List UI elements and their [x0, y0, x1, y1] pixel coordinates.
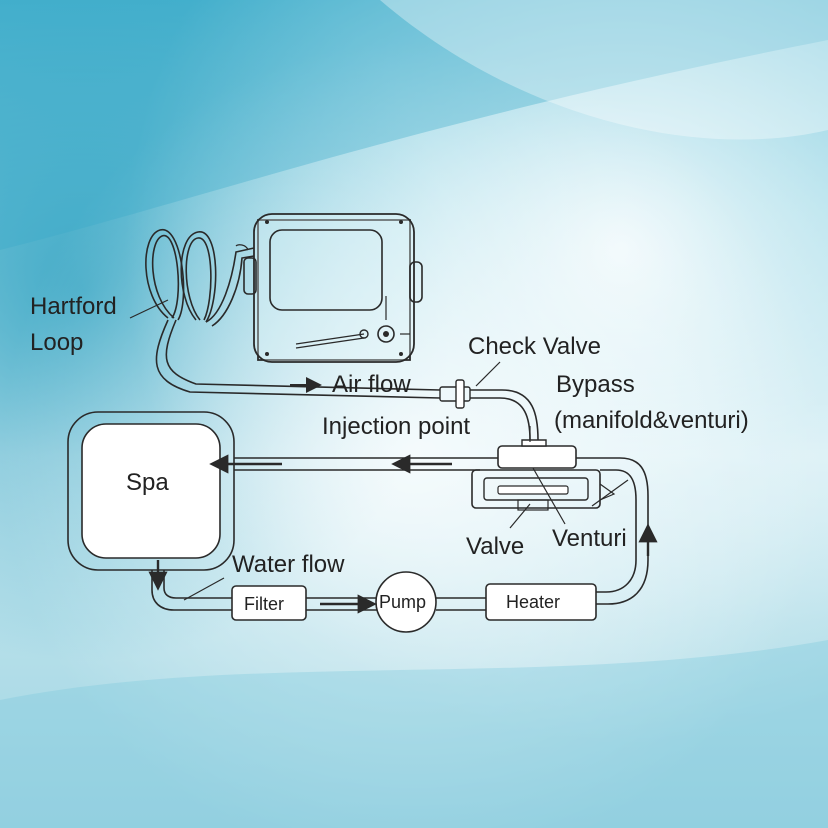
- leader-lines: [129, 299, 629, 601]
- return-line: [209, 454, 500, 474]
- water-flow-label: Water flow: [232, 551, 345, 578]
- venturi-label: Venturi: [552, 525, 627, 552]
- filter-label: Filter: [244, 594, 284, 614]
- injection-point-label: Injection point: [322, 413, 470, 440]
- heater-box: [485, 583, 597, 621]
- hartford-loop-label-line2: Loop: [30, 329, 83, 356]
- pump-label: Pump: [379, 592, 426, 612]
- bypass-manifold: [471, 439, 658, 605]
- bypass-label-line2: (manifold&venturi): [554, 407, 749, 434]
- hartford-loop-label-line1: Hartford: [30, 293, 117, 320]
- spa-label: Spa: [126, 469, 169, 496]
- water-loop: [148, 560, 486, 614]
- pump-circle: [375, 571, 437, 633]
- air-line: [155, 319, 539, 441]
- hartford-loop-coil: [145, 229, 255, 327]
- air-flow-label: Air flow: [332, 371, 411, 398]
- check-valve-label: Check Valve: [468, 333, 601, 360]
- heater-label: Heater: [506, 592, 560, 612]
- valve-label: Valve: [466, 533, 524, 560]
- bypass-label-line1: Bypass: [556, 371, 635, 398]
- spa-tub: [67, 411, 235, 571]
- ozone-generator-unit: [243, 213, 423, 363]
- filter-box: [231, 585, 307, 621]
